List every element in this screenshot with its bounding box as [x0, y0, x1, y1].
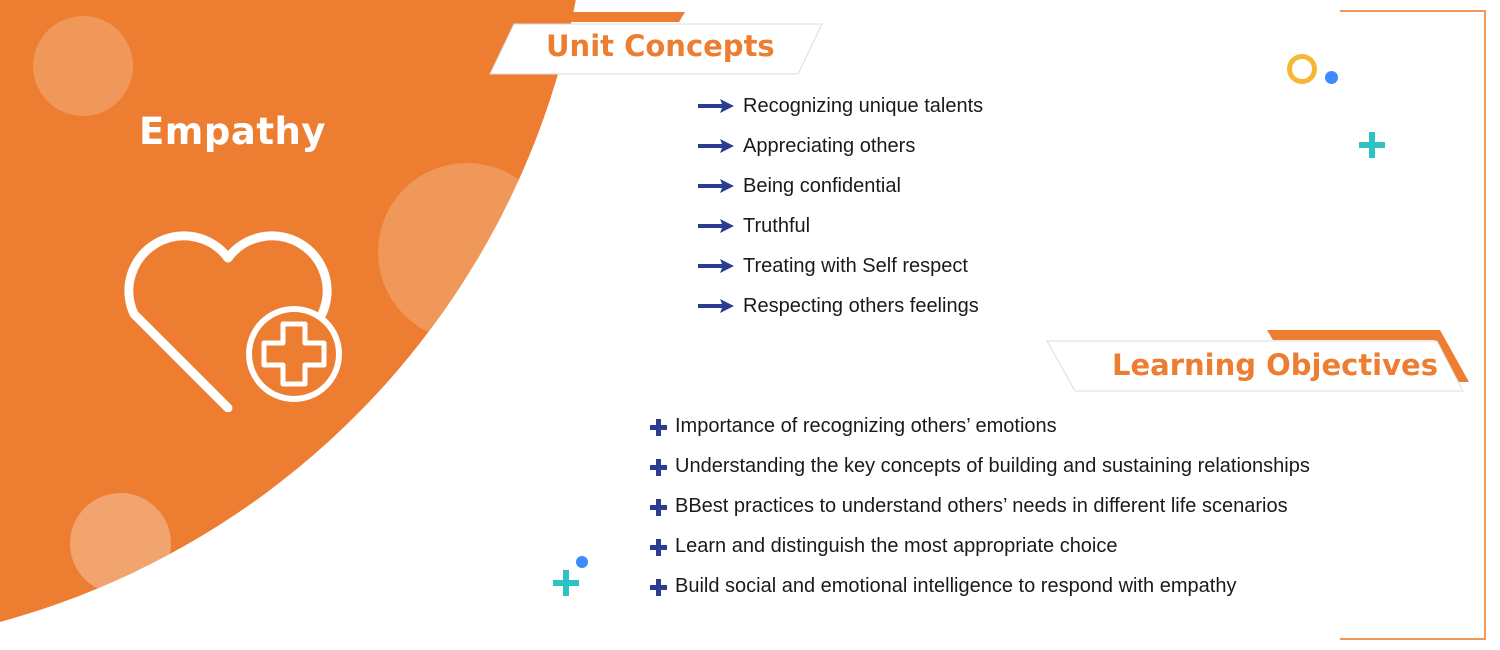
plus-icon	[650, 539, 667, 556]
objective-text: Importance of recognizing others’ emotio…	[675, 414, 1057, 437]
topic-title: Empathy	[139, 110, 326, 153]
learning-objectives-heading: Learning Objectives	[1112, 348, 1438, 382]
arrow-right-icon	[698, 179, 734, 193]
concept-text: Being confidential	[743, 174, 901, 197]
arrow-right-icon	[698, 299, 734, 313]
list-item: Truthful	[698, 206, 983, 246]
decorative-bubble	[33, 16, 133, 116]
arrow-right-icon	[698, 99, 734, 113]
decorative-bubble	[378, 163, 556, 341]
list-item: Build social and emotional intelligence …	[650, 566, 1310, 606]
concept-text: Appreciating others	[743, 134, 916, 157]
list-item: Being confidential	[698, 166, 983, 206]
objective-text: Understanding the key concepts of buildi…	[675, 454, 1310, 477]
objective-text: Build social and emotional intelligence …	[675, 574, 1237, 597]
teal-plus-icon	[1359, 132, 1385, 158]
concept-text: Truthful	[743, 214, 811, 237]
list-item: BBest practices to understand others’ ne…	[650, 486, 1310, 526]
heart-with-plus-icon	[124, 231, 342, 412]
yellow-ring-decoration	[1287, 54, 1317, 84]
learning-objectives-header-banner	[1046, 330, 1469, 392]
plus-icon	[650, 579, 667, 596]
learning-objectives-list: Importance of recognizing others’ emotio…	[650, 406, 1310, 606]
blue-dot-decoration	[1325, 71, 1338, 84]
concept-text: Respecting others feelings	[743, 294, 979, 317]
list-item: Respecting others feelings	[698, 286, 983, 326]
objective-text: BBest practices to understand others’ ne…	[675, 494, 1288, 517]
plus-icon	[650, 459, 667, 476]
objective-text: Learn and distinguish the most appropria…	[675, 534, 1118, 557]
unit-concepts-header-banner	[480, 12, 823, 75]
list-item: Importance of recognizing others’ emotio…	[650, 406, 1310, 446]
plus-icon	[650, 499, 667, 516]
blue-dot-decoration	[576, 556, 588, 568]
decorative-bubble	[420, 411, 484, 475]
list-item: Appreciating others	[698, 126, 983, 166]
list-item: Understanding the key concepts of buildi…	[650, 446, 1310, 486]
concept-text: Treating with Self respect	[743, 254, 968, 277]
concept-text: Recognizing unique talents	[743, 94, 984, 117]
arrow-right-icon	[698, 219, 734, 233]
list-item: Learn and distinguish the most appropria…	[650, 526, 1310, 566]
unit-concepts-list: Recognizing unique talents Appreciating …	[698, 86, 983, 326]
list-item: Treating with Self respect	[698, 246, 983, 286]
teal-plus-icon	[553, 570, 579, 596]
decorative-bubble	[70, 493, 171, 594]
plus-icon	[650, 419, 667, 436]
arrow-right-icon	[698, 139, 734, 153]
arrow-right-icon	[698, 259, 734, 273]
corner-frame-decoration	[1340, 10, 1486, 640]
list-item: Recognizing unique talents	[698, 86, 983, 126]
unit-concepts-heading: Unit Concepts	[546, 29, 775, 63]
